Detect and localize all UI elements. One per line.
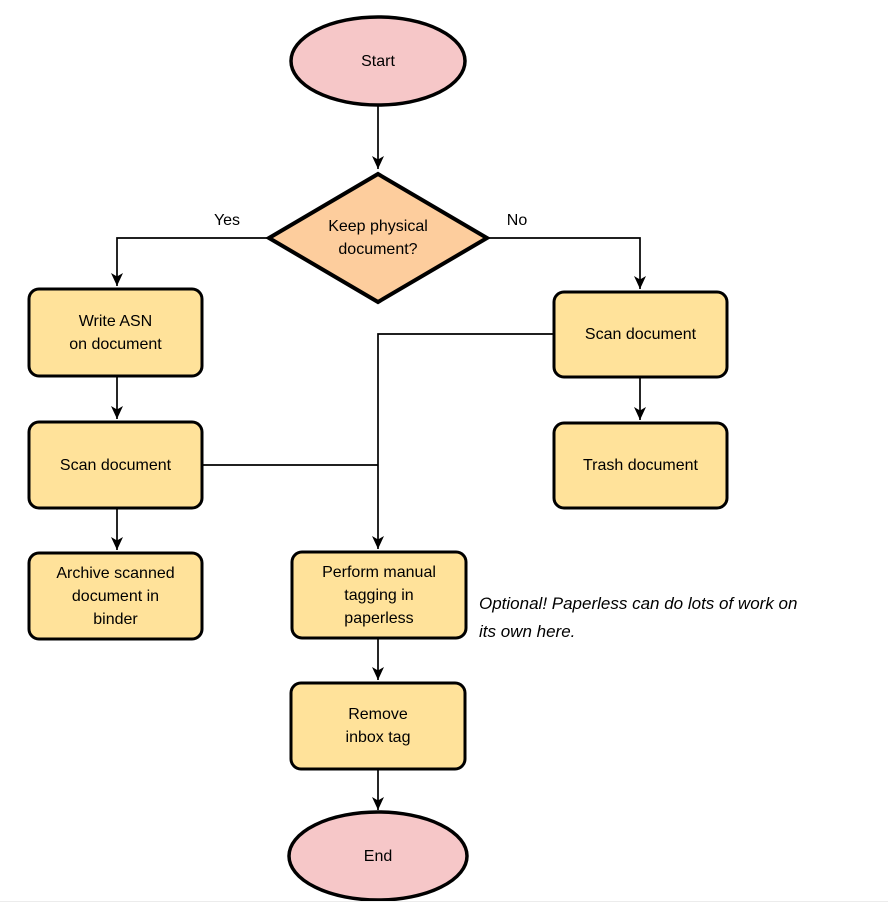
end-node-shape	[287, 810, 469, 902]
scan-left-node-shape	[27, 420, 204, 510]
edge-scan-right-to-perform	[372, 333, 553, 549]
annotation-text: Optional! Paperless can do lots of work …	[479, 594, 798, 641]
archive-node-shape	[27, 551, 204, 641]
perform-node-shape	[290, 550, 468, 640]
edge-decision-no-to-scan-right	[487, 237, 646, 289]
remove-node-shape	[289, 681, 467, 771]
trash-node-shape	[552, 421, 729, 510]
decision-node-shape	[265, 171, 491, 305]
write-asn-node-shape	[27, 287, 204, 378]
page-boundary-line	[0, 901, 888, 902]
start-node-shape	[289, 15, 467, 107]
edge-decision-yes-to-write-asn	[111, 237, 269, 286]
scan-right-node-shape	[552, 290, 729, 379]
